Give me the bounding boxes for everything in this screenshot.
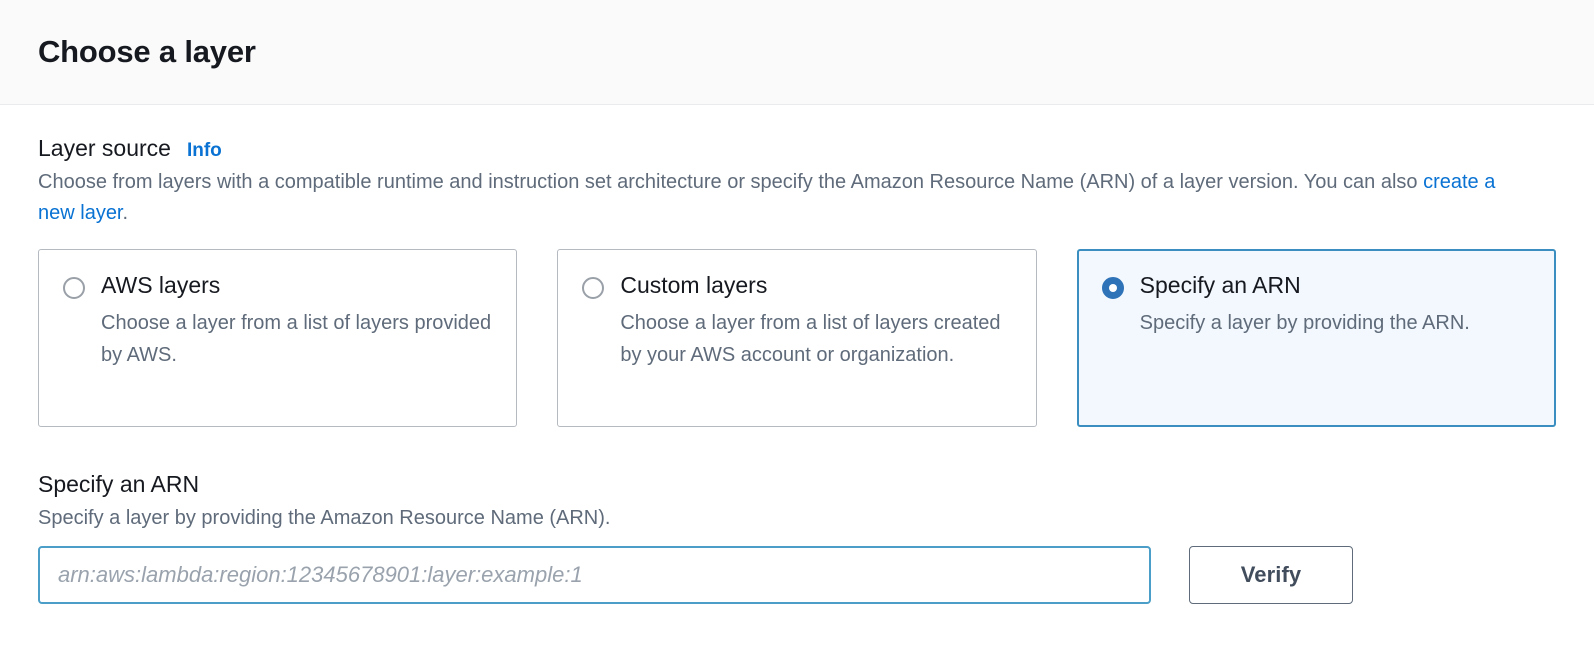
- radio-card-text: Custom layers Choose a layer from a list…: [620, 272, 1011, 372]
- layer-source-description: Choose from layers with a compatible run…: [38, 167, 1508, 229]
- radio-button-icon[interactable]: [63, 276, 85, 299]
- arn-input[interactable]: [38, 546, 1151, 605]
- specify-arn-label: Specify an ARN: [38, 470, 200, 497]
- radio-card-inner: Specify an ARN Specify a layer by provid…: [1101, 272, 1531, 340]
- radio-card-title: Custom layers: [620, 271, 768, 298]
- radio-card-title: AWS layers: [101, 271, 221, 298]
- radio-card-inner: Custom layers Choose a layer from a list…: [582, 272, 1011, 372]
- layer-source-description-text-1: Choose from layers with a compatible run…: [38, 170, 1424, 193]
- radio-card-description: Choose a layer from a list of layers pro…: [101, 312, 492, 366]
- radio-card-aws-layers[interactable]: AWS layers Choose a layer from a list of…: [38, 248, 518, 427]
- verify-button[interactable]: Verify: [1189, 546, 1353, 605]
- modal-body: Layer source Info Choose from layers wit…: [0, 105, 1594, 605]
- layer-source-description-text-2: .: [122, 201, 129, 224]
- specify-arn-description: Specify a layer by providing the Amazon …: [38, 507, 611, 530]
- page-title: Choose a layer: [38, 33, 256, 69]
- layer-source-label-row: Layer source Info: [38, 135, 1556, 163]
- radio-card-title: Specify an ARN: [1139, 271, 1301, 298]
- layer-source-section: Layer source Info Choose from layers wit…: [38, 135, 1556, 427]
- radio-card-specify-an-arn[interactable]: Specify an ARN Specify a layer by provid…: [1076, 248, 1556, 427]
- layer-source-label: Layer source: [38, 135, 171, 161]
- radio-card-description: Specify a layer by providing the ARN.: [1139, 312, 1470, 335]
- specify-arn-section: Specify an ARN Specify a layer by provid…: [38, 471, 1556, 605]
- specify-arn-input-row: Verify: [38, 546, 1556, 605]
- layer-source-radio-group: AWS layers Choose a layer from a list of…: [38, 248, 1556, 427]
- create-a-new-layer-link[interactable]: create a new layer: [38, 170, 1496, 224]
- radio-card-custom-layers[interactable]: Custom layers Choose a layer from a list…: [557, 248, 1037, 427]
- radio-card-text: AWS layers Choose a layer from a list of…: [101, 272, 492, 372]
- radio-button-selected-icon[interactable]: [1101, 276, 1124, 299]
- modal-header: Choose a layer: [0, 0, 1594, 105]
- radio-card-inner: AWS layers Choose a layer from a list of…: [63, 272, 492, 372]
- radio-button-icon[interactable]: [582, 276, 605, 299]
- info-link[interactable]: Info: [186, 140, 222, 161]
- radio-card-description: Choose a layer from a list of layers cre…: [620, 312, 1001, 366]
- radio-card-text: Specify an ARN Specify a layer by provid…: [1140, 272, 1470, 340]
